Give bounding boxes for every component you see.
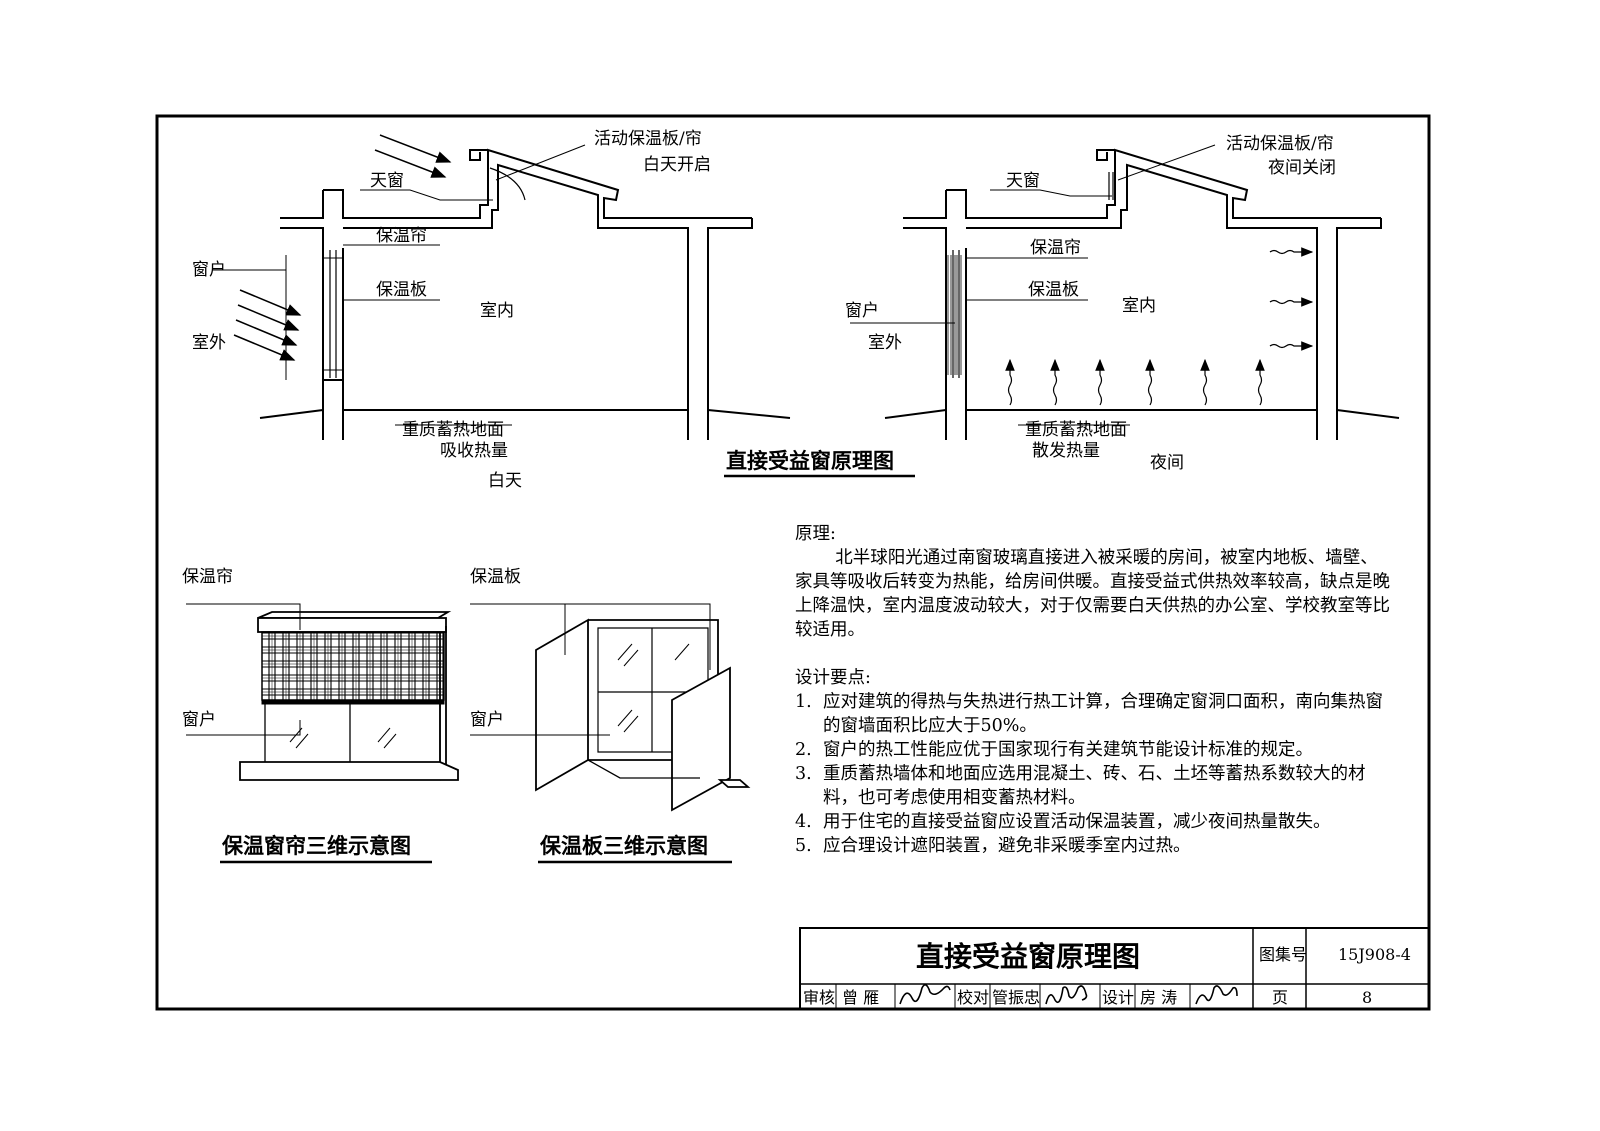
night-label-movable: 活动保温板/帘 — [1226, 134, 1334, 154]
night-caption: 夜间 — [1150, 453, 1184, 473]
title-block-design-name: 房 涛 — [1140, 988, 1177, 1007]
day-label-indoor: 室内 — [480, 301, 514, 321]
iso-board-label-window: 窗户 — [470, 710, 504, 730]
iso-curtain-label-top: 保温帘 — [182, 567, 233, 587]
design-point: 4.用于住宅的直接受益窗应设置活动保温装置，减少夜间热量散失。 — [795, 812, 1331, 832]
day-label-curtain: 保温帘 — [376, 226, 427, 246]
title-block — [799, 927, 1430, 1010]
design-points-list: 1.应对建筑的得热与失热进行热工计算，合理确定窗洞口面积，南向集热窗的窗墙面积比… — [795, 690, 1395, 858]
night-label-skylight: 天窗 — [1006, 171, 1040, 191]
signature-marks — [899, 984, 1238, 1005]
day-section-diagram — [212, 134, 791, 440]
title-block-atlas-number: 15J908-4 — [1338, 945, 1411, 964]
day-label-movable: 活动保温板/帘 — [594, 129, 702, 149]
iso-curtain-drawing — [186, 603, 459, 781]
day-label-floor-bottom: 吸收热量 — [440, 441, 508, 461]
title-block-review-name: 曾 雁 — [842, 988, 879, 1007]
night-label-board: 保温板 — [1028, 280, 1079, 300]
sheet-frame — [155, 114, 1431, 1011]
design-point: 2.窗户的热工性能应优于国家现行有关建筑节能设计标准的规定。 — [795, 740, 1313, 760]
day-label-skylight: 天窗 — [370, 171, 404, 191]
night-label-state: 夜间关闭 — [1268, 158, 1336, 178]
design-point: 5.应合理设计遮阳装置，避免非采暖季室内过热。 — [795, 836, 1191, 856]
day-caption: 白天 — [488, 471, 522, 491]
title-block-page-label: 页 — [1272, 988, 1288, 1007]
title-block-design-label: 设计 — [1102, 988, 1134, 1007]
design-point: 3.重质蓄热墙体和地面应选用混凝土、砖、石、土坯等蓄热系数较大的材料，也可考虑使… — [795, 764, 1366, 808]
iso-curtain-label-window: 窗户 — [182, 710, 216, 730]
day-label-floor-top: 重质蓄热地面 — [402, 420, 504, 440]
title-block-review-label: 审核 — [803, 988, 835, 1007]
day-label-board: 保温板 — [376, 280, 427, 300]
night-label-indoor: 室内 — [1122, 296, 1156, 316]
title-block-page-number: 8 — [1362, 988, 1372, 1007]
title-block-atlas-label: 图集号 — [1259, 945, 1307, 964]
main-diagram-title: 直接受益窗原理图 — [726, 449, 894, 473]
notes-block: 原理: 北半球阳光通过南窗玻璃直接进入被采暖的房间，被室内地板、墙壁、家具等吸收… — [795, 522, 1395, 858]
day-label-window: 窗户 — [192, 260, 226, 280]
night-label-floor-top: 重质蓄热地面 — [1025, 420, 1127, 440]
day-label-state: 白天开启 — [643, 155, 711, 175]
title-block-check-name: 管振忠 — [992, 988, 1040, 1007]
iso-board-title: 保温板三维示意图 — [539, 834, 708, 858]
design-heading: 设计要点: — [795, 668, 871, 688]
night-label-curtain: 保温帘 — [1030, 238, 1081, 258]
night-label-floor-bottom: 散发热量 — [1032, 441, 1100, 461]
night-label-outdoor: 室外 — [868, 333, 902, 353]
design-point: 1.应对建筑的得热与失热进行热工计算，合理确定窗洞口面积，南向集热窗的窗墙面积比… — [795, 692, 1383, 736]
iso-board-drawing — [470, 603, 751, 812]
night-section-diagram — [850, 144, 1400, 440]
principle-text: 北半球阳光通过南窗玻璃直接进入被采暖的房间，被室内地板、墙壁、家具等吸收后转变为… — [795, 548, 1390, 640]
iso-board-label-top: 保温板 — [470, 567, 521, 587]
iso-curtain-title: 保温窗帘三维示意图 — [221, 834, 411, 858]
day-label-outdoor: 室外 — [192, 333, 226, 353]
title-block-check-label: 校对 — [957, 988, 989, 1007]
principle-heading: 原理: — [795, 524, 836, 544]
night-label-window: 窗户 — [845, 301, 879, 321]
night-heat-arrows — [1005, 247, 1314, 406]
title-block-title: 直接受益窗原理图 — [916, 940, 1140, 973]
